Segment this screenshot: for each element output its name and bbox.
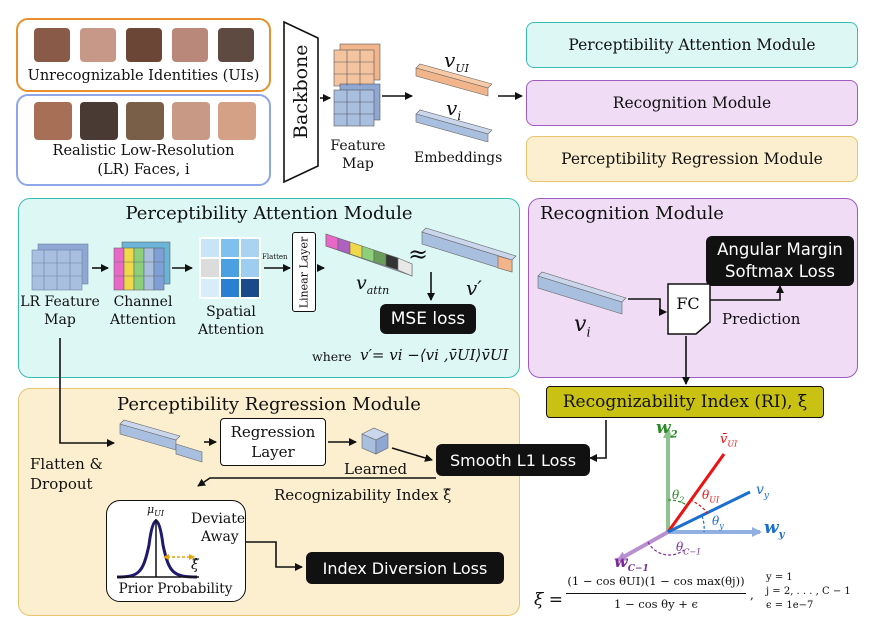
channel-attention-line2: Attention bbox=[110, 312, 176, 328]
channel-attention-cubes bbox=[113, 241, 171, 291]
face-thumbnail bbox=[34, 28, 70, 62]
vbar-ui-label: v̄UI bbox=[720, 432, 738, 449]
lr-feature-map-line1: LR Feature bbox=[20, 294, 100, 310]
legend-attention: Perceptibility Attention Module bbox=[526, 22, 858, 68]
w2-label: w2 bbox=[656, 418, 678, 441]
face-thumbnail bbox=[34, 102, 72, 140]
fc-block bbox=[667, 283, 711, 335]
v-attn-bar bbox=[325, 233, 413, 277]
lr-faces-panel: Realistic Low-Resolution (LR) Faces, i bbox=[16, 94, 271, 186]
flatten-dropout-line2: Dropout bbox=[30, 475, 93, 493]
feature-map-cubes bbox=[333, 43, 381, 127]
where-label: where bbox=[312, 349, 352, 364]
lr-feature-map-cubes bbox=[31, 243, 89, 291]
legend-recognition: Recognition Module bbox=[526, 80, 858, 126]
prediction-label: Prediction bbox=[722, 310, 801, 328]
lr-label-line1: Realistic Low-Resolution bbox=[52, 143, 235, 159]
channel-attention-line1: Channel bbox=[113, 294, 173, 310]
theta-c1-label: θC−1 bbox=[676, 540, 702, 557]
spatial-attention-line1: Spatial bbox=[206, 304, 256, 320]
fraction-bar bbox=[566, 593, 746, 594]
learned-label: Learned bbox=[344, 460, 408, 478]
formula-cond1: y = 1 bbox=[766, 572, 793, 583]
learned-cube bbox=[361, 427, 389, 455]
recognition-module-title: Recognition Module bbox=[540, 203, 724, 224]
where-formula: v′= vi −⟨vi ,v̄UI⟩v̄UI bbox=[360, 346, 509, 364]
wc1-label: wC−1 bbox=[614, 552, 649, 575]
ri-hat-label: Recognizability Index ξ̂ bbox=[274, 486, 452, 504]
index-diversion-box: Index Diversion Loss bbox=[306, 552, 504, 584]
spatial-attention-grid bbox=[199, 237, 261, 299]
flattened-bars bbox=[119, 419, 203, 463]
prior-label: Prior Probability bbox=[118, 581, 233, 597]
embedding-bars bbox=[415, 63, 493, 142]
legend-regression: Perceptibility Regression Module bbox=[526, 136, 858, 182]
formula-lhs: ξ = bbox=[534, 590, 564, 610]
fc-label: FC bbox=[676, 294, 700, 313]
theta2-label: θ2 bbox=[672, 488, 685, 505]
angular-softmax-box: Angular Margin Softmax Loss bbox=[706, 236, 854, 286]
face-thumbnail bbox=[218, 102, 256, 140]
face-thumbnail bbox=[172, 102, 210, 140]
prior-probability-panel: μUI Deviate Away ξ̂ Prior Probability bbox=[106, 500, 246, 602]
face-thumbnail bbox=[126, 28, 162, 62]
flatten-dropout-line1: Flatten & bbox=[30, 455, 103, 473]
rm-vi-label: vi bbox=[574, 312, 591, 341]
ri-box: Recognizability Index (RI), ξ bbox=[546, 386, 824, 418]
angular-line2: Softmax Loss bbox=[725, 262, 835, 281]
smooth-l1-box: Smooth L1 Loss bbox=[436, 444, 590, 476]
regression-layer-box: Regression Layer bbox=[220, 418, 326, 466]
formula-numerator: (1 − cos θUI)(1 − cos max(θj)) bbox=[567, 574, 745, 588]
spatial-attention-line2: Attention bbox=[198, 322, 264, 338]
face-thumbnail bbox=[172, 28, 208, 62]
attention-module-title: Perceptibility Attention Module bbox=[125, 203, 413, 224]
v-ui-label: vUI bbox=[444, 48, 469, 75]
face-thumbnail bbox=[126, 102, 164, 140]
v-attn-label: vattn bbox=[356, 272, 390, 297]
feature-map-line1: Feature bbox=[330, 138, 386, 154]
backbone-label: Backbone bbox=[290, 44, 312, 139]
vy-label: vy bbox=[756, 482, 770, 501]
gaussian-curve bbox=[116, 519, 199, 579]
regression-line1: Regression bbox=[230, 423, 316, 441]
lr-label-line2: (LR) Faces, i bbox=[97, 162, 190, 178]
ui-faces-panel: Unrecognizable Identities (UIs) bbox=[16, 18, 271, 92]
mse-loss-box: MSE loss bbox=[380, 304, 476, 334]
linear-layer-label: Linear Layer bbox=[297, 236, 311, 308]
backbone-block bbox=[283, 20, 319, 184]
v-prime-bar bbox=[421, 227, 517, 273]
flatten-label: Flatten bbox=[262, 253, 288, 261]
ui-label: Unrecognizable Identities (UIs) bbox=[27, 68, 260, 84]
face-thumbnail bbox=[80, 28, 116, 62]
v-prime-label: v′ bbox=[466, 276, 482, 300]
wy-label: wy bbox=[764, 518, 785, 541]
v-i-label: vi bbox=[446, 96, 462, 123]
angle-vector-diagram bbox=[616, 428, 762, 562]
feature-map-line2: Map bbox=[342, 156, 374, 172]
formula-denominator: 1 − cos θy + ϵ bbox=[614, 597, 698, 611]
xi-hat-label: ξ̂ bbox=[191, 557, 199, 573]
formula-comma: , bbox=[750, 588, 754, 602]
angular-line1: Angular Margin bbox=[717, 240, 843, 259]
embeddings-label: Embeddings bbox=[414, 150, 503, 166]
formula-cond2: j = 2, . . . , C − 1 bbox=[766, 586, 851, 597]
regression-line2: Layer bbox=[251, 443, 295, 461]
formula-cond3: ϵ = 1e−7 bbox=[766, 600, 814, 611]
approx-symbol: ≈ bbox=[408, 240, 429, 268]
regression-module-title: Perceptibility Regression Module bbox=[117, 394, 421, 415]
theta-ui-label: θUI bbox=[702, 488, 720, 505]
lr-feature-map-line2: Map bbox=[44, 312, 76, 328]
deviate-line1: Deviate bbox=[191, 511, 246, 527]
deviate-line2: Away bbox=[201, 529, 239, 545]
vi-bar-recognition bbox=[537, 271, 627, 315]
linear-layer-block: Linear Layer bbox=[292, 232, 316, 312]
mu-ui-label: μUI bbox=[147, 503, 165, 519]
theta-y-label: θy bbox=[712, 514, 724, 531]
face-thumbnail bbox=[218, 28, 254, 62]
face-thumbnail bbox=[80, 102, 118, 140]
